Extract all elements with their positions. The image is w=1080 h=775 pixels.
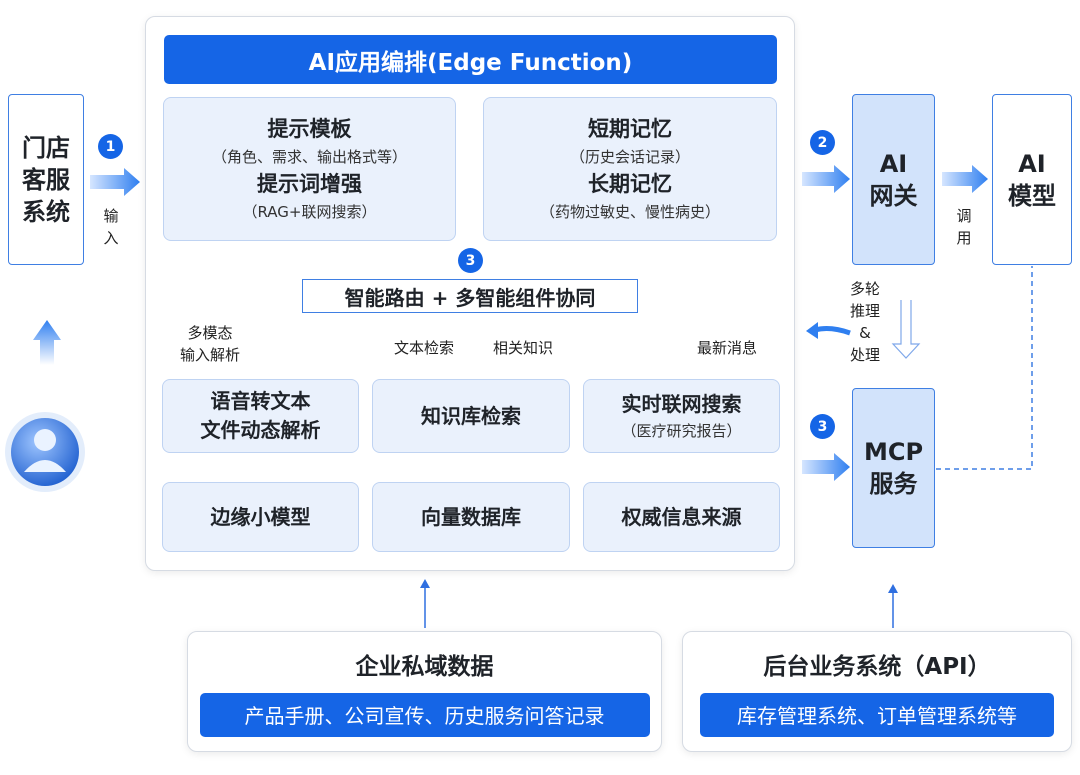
template-title: 提示模板 <box>267 117 352 141</box>
badge-2: 2 <box>810 130 835 155</box>
edge-model-box: 边缘小模型 <box>162 482 359 552</box>
related-knowledge-label: 相关知识 <box>493 339 554 357</box>
router-label: 智能路由 + 多智能组件协同 <box>344 285 596 310</box>
text-search-label: 文本检索 <box>393 339 454 357</box>
call-model-arrow <box>942 165 988 193</box>
to-gateway-arrow <box>802 165 850 193</box>
speech-parse-label: 语音转文本 文件动态解析 <box>200 389 321 442</box>
user-up-arrow <box>33 320 61 365</box>
ai-gateway-label: AI 网关 <box>869 149 918 210</box>
enterprise-data-panel: 企业私域数据 产品手册、公司宣传、历史服务问答记录 <box>187 631 662 752</box>
vector-db-label: 向量数据库 <box>421 504 521 529</box>
reasoning-label: 多轮 推理 & 处理 <box>849 280 880 364</box>
long-memory-sub: （药物过敏史、慢性病史） <box>539 203 720 221</box>
mcp-service-box: MCP 服务 <box>852 388 935 548</box>
header-bar: AI应用编排(Edge Function) <box>164 35 777 84</box>
mcp-model-dashed-line <box>936 266 1033 470</box>
backend-detail-bar: 库存管理系统、订单管理系统等 <box>700 692 1054 737</box>
backend-detail: 库存管理系统、订单管理系统等 <box>737 704 1017 728</box>
kb-search-box: 知识库检索 <box>372 379 570 453</box>
backend-system-panel: 后台业务系统（API） 库存管理系统、订单管理系统等 <box>682 631 1072 752</box>
to-mcp-arrow <box>802 453 850 481</box>
web-search-title: 实时联网搜索 <box>621 391 742 416</box>
enterprise-title: 企业私域数据 <box>355 653 494 680</box>
vector-db-box: 向量数据库 <box>372 482 570 552</box>
router-box: 智能路由 + 多智能组件协同 <box>302 279 638 313</box>
gateway-to-mcp-arrow <box>891 300 921 359</box>
backend-title: 后台业务系统（API） <box>763 653 991 680</box>
store-system-box: 门店客服系统 <box>8 94 84 265</box>
call-label: 调 用 <box>956 207 972 247</box>
enhance-sub: （RAG+联网搜索） <box>242 203 377 221</box>
return-arrow <box>806 322 851 339</box>
input-arrow <box>90 168 140 196</box>
input-label: 输入 <box>98 205 124 249</box>
badge-1: 1 <box>98 134 123 159</box>
header-title: AI应用编排(Edge Function) <box>308 49 633 76</box>
enterprise-detail-bar: 产品手册、公司宣传、历史服务问答记录 <box>199 692 650 737</box>
mcp-service-label: MCP 服务 <box>863 438 924 498</box>
speech-parse-box: 语音转文本 文件动态解析 <box>162 379 359 453</box>
ai-model-box: AI 模型 <box>992 94 1072 265</box>
long-memory-title: 长期记忆 <box>588 172 672 196</box>
authority-source-label: 权威信息来源 <box>621 504 742 529</box>
template-sub: （角色、需求、输出格式等） <box>211 148 407 166</box>
edge-model-label: 边缘小模型 <box>210 504 311 529</box>
memory-box: 短期记忆 （历史会话记录） 长期记忆 （药物过敏史、慢性病史） <box>483 97 777 241</box>
kb-search-label: 知识库检索 <box>421 403 521 428</box>
web-search-sub: （医疗研究报告） <box>621 421 742 440</box>
authority-source-box: 权威信息来源 <box>583 482 780 552</box>
latest-news-label: 最新消息 <box>697 339 758 357</box>
store-system-label: 门店客服系统 <box>22 133 70 226</box>
enhance-title: 提示词增强 <box>257 172 362 196</box>
web-search-box: 实时联网搜索 （医疗研究报告） <box>583 379 780 453</box>
badge-3-router: 3 <box>458 248 483 273</box>
multimodal-label: 多模态 输入解析 <box>179 324 240 364</box>
ai-model-label: AI 模型 <box>1008 149 1056 210</box>
prompt-box: 提示模板 （角色、需求、输出格式等） 提示词增强 （RAG+联网搜索） <box>163 97 456 241</box>
ai-gateway-box: AI 网关 <box>852 94 935 265</box>
user-avatar-icon <box>5 412 85 492</box>
enterprise-detail: 产品手册、公司宣传、历史服务问答记录 <box>244 704 605 728</box>
short-memory-sub: （历史会话记录） <box>569 148 690 166</box>
input-label-text: 输入 <box>103 207 119 247</box>
short-memory-title: 短期记忆 <box>588 117 672 141</box>
badge-3-mcp: 3 <box>810 414 835 439</box>
